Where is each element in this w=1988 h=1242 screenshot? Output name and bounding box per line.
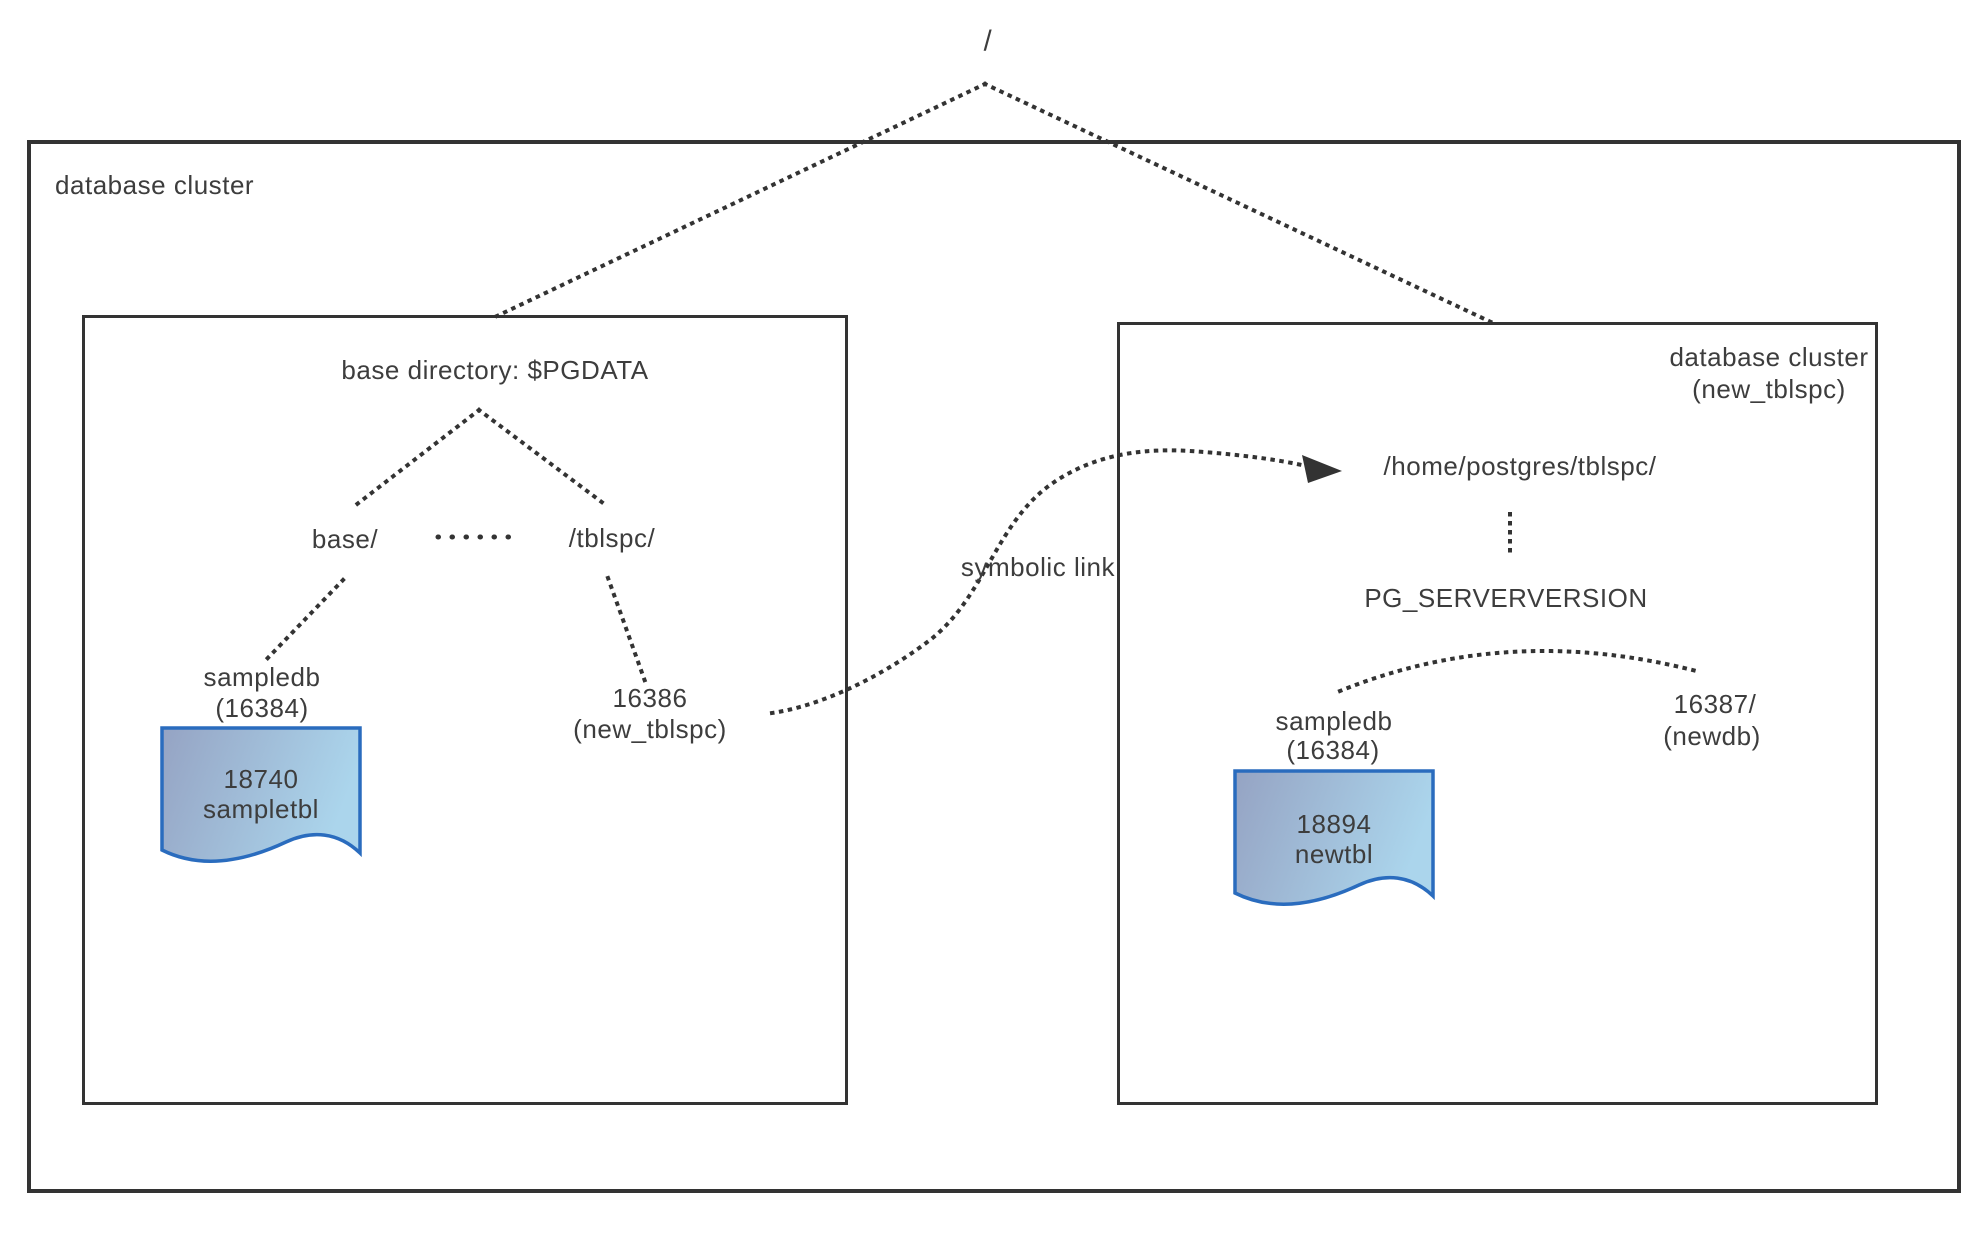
tablespace-name-label: (new_tblspc) bbox=[573, 714, 727, 744]
new-tblspc-cluster-box bbox=[1117, 322, 1878, 1105]
new-tblspc-title-line2: (new_tblspc) bbox=[1692, 374, 1846, 404]
symbolic-link-label: symbolic link bbox=[960, 552, 1116, 582]
pgdata-cluster-box bbox=[82, 315, 848, 1105]
sampledb-oid-right: (16384) bbox=[1286, 735, 1380, 765]
newdb-name-label: (newdb) bbox=[1663, 721, 1761, 751]
pgdata-title: base directory: $PGDATA bbox=[341, 355, 649, 385]
root-directory-label: / bbox=[983, 25, 993, 58]
version-dir-label: PG_SERVERVERSION bbox=[1364, 583, 1648, 613]
newdb-oid-label: 16387/ bbox=[1673, 689, 1757, 719]
tblspc-path-label: /home/postgres/tblspc/ bbox=[1383, 451, 1657, 481]
base-dir-label: base/ bbox=[311, 524, 379, 554]
tablespace-oid-label: 16386 bbox=[612, 683, 688, 713]
new-tblspc-title-line1: database cluster bbox=[1669, 342, 1869, 372]
newtbl-file-oid: 18894 bbox=[1296, 809, 1372, 839]
outer-cluster-label: database cluster bbox=[55, 170, 255, 200]
sampledb-name-right: sampledb bbox=[1275, 706, 1393, 736]
tblspc-dir-label: /tblspc/ bbox=[568, 523, 656, 553]
newtbl-file-name: newtbl bbox=[1294, 839, 1374, 869]
sampletbl-file-name: sampletbl bbox=[203, 794, 319, 824]
sampledb-name-left: sampledb bbox=[203, 662, 321, 692]
sampletbl-file-oid: 18740 bbox=[223, 764, 299, 794]
new-tblspc-title: database cluster (new_tblspc) bbox=[1669, 341, 1868, 405]
sampledb-oid-left: (16384) bbox=[215, 693, 309, 723]
